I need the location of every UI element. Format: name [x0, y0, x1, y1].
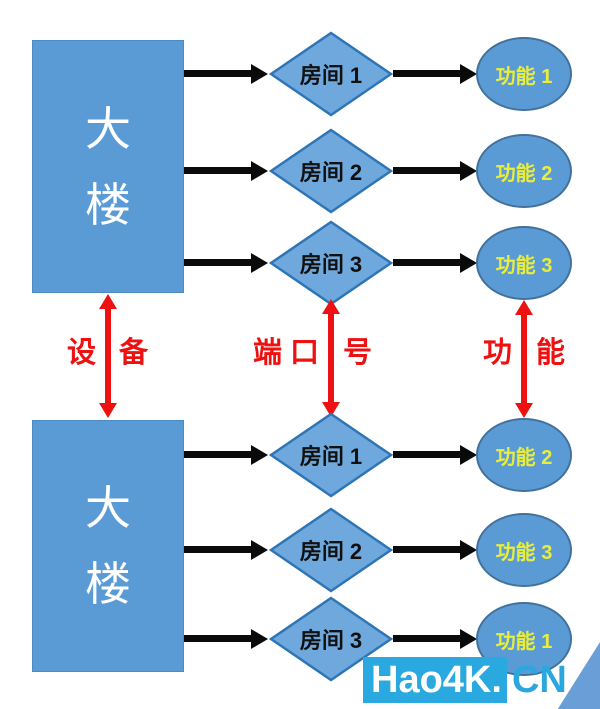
diamond-shape-icon — [269, 128, 393, 214]
function-circle-3-top: 功能 3 — [476, 226, 572, 300]
room-label: 房间 2 — [299, 160, 363, 185]
room-label: 房间 3 — [299, 628, 363, 653]
function-mapping-arrow — [521, 314, 527, 404]
arrow-building-room2-bottom — [184, 546, 252, 553]
room-label: 房间 1 — [299, 444, 363, 469]
function-circle-2-bottom: 功能 3 — [476, 513, 572, 587]
arrow-building-room2-top — [184, 167, 252, 174]
building-label-char: 大 — [85, 102, 131, 155]
arrow-room1-function-bottom — [393, 451, 461, 458]
room-label: 房间 1 — [299, 63, 363, 88]
arrow-room1-function1-top — [393, 70, 461, 77]
arrow-room3-function3-top — [393, 259, 461, 266]
axis-label-device-left: 设 — [66, 337, 96, 369]
axis-label-function-right: 能 — [536, 337, 566, 369]
function-circle-1-bottom: 功能 2 — [476, 418, 572, 492]
axis-label-device-right: 备 — [119, 337, 149, 369]
building-label-char: 楼 — [85, 558, 131, 610]
room-diamond-3-top: 房间 3 — [269, 220, 393, 306]
axis-label-port-left: 端 口 — [252, 337, 319, 369]
arrow-building-room1-bottom — [184, 451, 252, 458]
arrow-room2-function-bottom — [393, 546, 461, 553]
function-circle-2-top: 功能 2 — [476, 134, 572, 208]
arrow-building-room3-bottom — [184, 635, 252, 642]
diamond-shape-icon — [269, 31, 393, 117]
diamond-shape-icon — [269, 412, 393, 498]
axis-label-function-left: 功 — [482, 337, 512, 369]
building-label-char: 大 — [85, 482, 131, 534]
arrow-building-room1-top — [184, 70, 252, 77]
arrow-building-room3-top — [184, 259, 252, 266]
room-diamond-2-bottom: 房间 2 — [269, 507, 393, 593]
building-rect-bottom: 大 楼 — [32, 420, 184, 672]
device-mapping-arrow — [105, 308, 111, 404]
port-mapping-arrow — [328, 313, 334, 403]
watermark-brand: Hao4K — [371, 659, 492, 701]
axis-label-port-right: 号 — [343, 337, 373, 369]
function-circle-1-top: 功能 1 — [476, 37, 572, 111]
room-diamond-3-bottom: 房间 3 — [269, 596, 393, 682]
room-diamond-2-top: 房间 2 — [269, 128, 393, 214]
diamond-shape-icon — [269, 596, 393, 682]
building-label-char: 楼 — [85, 178, 131, 231]
room-label: 房间 3 — [299, 252, 363, 277]
watermark: Hao4K. CN — [363, 657, 567, 703]
arrow-room2-function2-top — [393, 167, 461, 174]
arrow-room3-function-bottom — [393, 635, 461, 642]
diamond-shape-icon — [269, 507, 393, 593]
room-diamond-1-bottom: 房间 1 — [269, 412, 393, 498]
room-label: 房间 2 — [299, 539, 363, 564]
room-diamond-1-top: 房间 1 — [269, 31, 393, 117]
watermark-dot: . — [491, 659, 502, 701]
building-rect-top: 大 楼 — [32, 40, 184, 293]
watermark-tld: CN — [511, 659, 567, 701]
watermark-brand-box: Hao4K. — [363, 657, 507, 703]
